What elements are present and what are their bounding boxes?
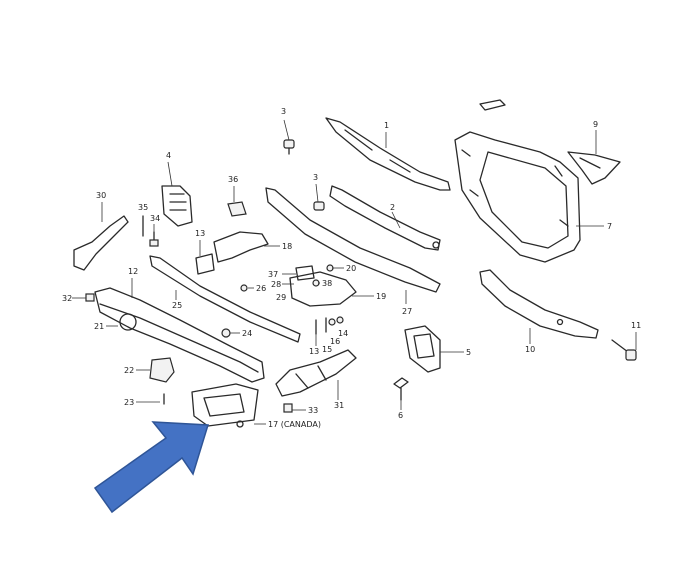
callout-7: 7 xyxy=(607,222,612,231)
fastener-26 xyxy=(240,284,248,292)
callout-24: 24 xyxy=(242,329,252,338)
callout-13b: 13 xyxy=(309,347,319,356)
callout-29: 29 xyxy=(276,293,286,302)
bracket-30 xyxy=(73,215,129,271)
bolt-3b xyxy=(313,201,325,211)
callout-18: 18 xyxy=(282,242,292,251)
bracket-18 xyxy=(195,231,269,275)
callout-10: 10 xyxy=(525,345,535,354)
callout-5: 5 xyxy=(466,348,471,357)
reinforcement-27 xyxy=(265,187,441,293)
callout-37: 37 xyxy=(268,270,278,279)
callout-9: 9 xyxy=(593,120,598,129)
pad-36 xyxy=(227,201,247,217)
callout-23: 23 xyxy=(124,398,134,407)
fastener-16 xyxy=(328,318,336,326)
fastener-14 xyxy=(336,316,344,324)
callout-17-canada: 17 (CANADA) xyxy=(268,420,321,429)
callout-14: 14 xyxy=(338,329,348,338)
fastener-32 xyxy=(85,293,95,302)
bolt-6 xyxy=(393,377,409,401)
callout-6: 6 xyxy=(398,411,403,420)
callout-28: 28 xyxy=(271,280,281,289)
callout-35: 35 xyxy=(138,203,148,212)
callout-16: 16 xyxy=(330,337,340,346)
callout-36: 36 xyxy=(228,175,238,184)
guard-22 xyxy=(149,357,175,383)
upper-bar-1 xyxy=(325,117,451,191)
fastener-24 xyxy=(221,328,231,338)
callout-25: 25 xyxy=(172,301,182,310)
callout-34: 34 xyxy=(150,214,160,223)
bracket-17 xyxy=(191,383,259,428)
bracket-19 xyxy=(289,265,357,307)
bumper-end-31 xyxy=(275,349,357,397)
bolt-11 xyxy=(611,339,637,361)
callout-33: 33 xyxy=(308,406,318,415)
leader-lines xyxy=(72,119,637,425)
callout-3a: 3 xyxy=(281,107,286,116)
bar-2 xyxy=(329,185,441,251)
callout-11: 11 xyxy=(631,321,641,330)
callout-15: 15 xyxy=(322,345,332,354)
bracket-9 xyxy=(567,151,621,185)
radiator-core-support xyxy=(454,99,581,263)
bolt-3a xyxy=(283,139,295,155)
bracket-5 xyxy=(404,325,441,373)
callout-27: 27 xyxy=(402,307,412,316)
callout-21: 21 xyxy=(94,322,104,331)
fastener-34 xyxy=(149,231,159,247)
callout-19: 19 xyxy=(376,292,386,301)
fastener-33 xyxy=(283,403,293,413)
callout-1: 1 xyxy=(384,121,389,130)
callout-4: 4 xyxy=(166,151,171,160)
callout-38: 38 xyxy=(322,279,332,288)
callout-20: 20 xyxy=(346,264,356,273)
callout-12: 12 xyxy=(128,267,138,276)
arrow-up-right-icon xyxy=(93,421,209,514)
bar-25 xyxy=(149,255,301,343)
callout-2: 2 xyxy=(390,203,395,212)
callout-26: 26 xyxy=(256,284,266,293)
callout-22: 22 xyxy=(124,366,134,375)
callout-30: 30 xyxy=(96,191,106,200)
bumper-12 xyxy=(94,287,265,383)
callout-32: 32 xyxy=(62,294,72,303)
lower-bar-10 xyxy=(479,269,599,339)
callout-31: 31 xyxy=(334,401,344,410)
callout-13a: 13 xyxy=(195,229,205,238)
callout-3b: 3 xyxy=(313,173,318,182)
bracket-4 xyxy=(161,185,193,227)
callouts: 1 2 3 3 4 5 6 7 9 10 11 12 13 13 14 15 1… xyxy=(62,107,641,429)
